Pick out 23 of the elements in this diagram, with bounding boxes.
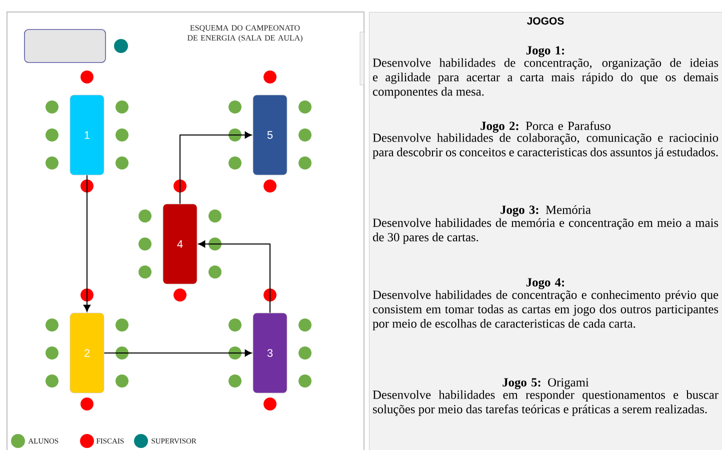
game-description: Desenvolve habilidades de concentração, organização de ideias e agilidade para acertar a carta mais rápido do que os demais componentes da mesa.	[372, 58, 718, 98]
game-heading: Jogo 1:	[526, 46, 564, 58]
game-table: 3	[252, 312, 288, 394]
games-panel	[369, 12, 722, 450]
game-description: Desenvolve habilidades de colaboração, comunicação e raciocinio para descobrir os conceitos e caracteristicas dos assuntos já estudados.	[372, 133, 718, 159]
game-heading: Jogo 5: Origami	[502, 378, 589, 390]
game-table: 1	[70, 94, 104, 176]
game-description: Desenvolve habilidades em responder questionamentos e buscar soluções por meio das tarefas teóricas e práticas a serem realizadas.	[372, 390, 718, 416]
panel-heading: JOGOS	[527, 17, 564, 25]
arrow	[104, 350, 252, 356]
game-description: Desenvolve habilidades de concentração e conhecimento prévio que consistem em tomar todas as cartas em jogo dos outros participantes por meio de escolhas de caracteristicas de cada carta.	[372, 290, 718, 330]
game-heading: Jogo 3: Memória	[500, 205, 591, 217]
game-description: Desenvolve habilidades de memória e concentração em meio a mais de 30 pares de cartas.	[372, 218, 718, 244]
diagram-title: ESQUEMA DO CAMPEONATO DE ENERGIA (SALA DE AULA)	[187, 25, 302, 42]
arrow	[198, 240, 270, 314]
arrow	[84, 174, 90, 312]
arrow	[180, 132, 252, 204]
game-table: 4	[162, 204, 198, 284]
game-heading: Jogo 4:	[526, 278, 564, 290]
game-table: 2	[70, 312, 104, 394]
game-heading: Jogo 2: Porca e Parafuso	[480, 121, 610, 133]
game-table: 5	[252, 94, 288, 176]
desk-box	[24, 29, 106, 63]
